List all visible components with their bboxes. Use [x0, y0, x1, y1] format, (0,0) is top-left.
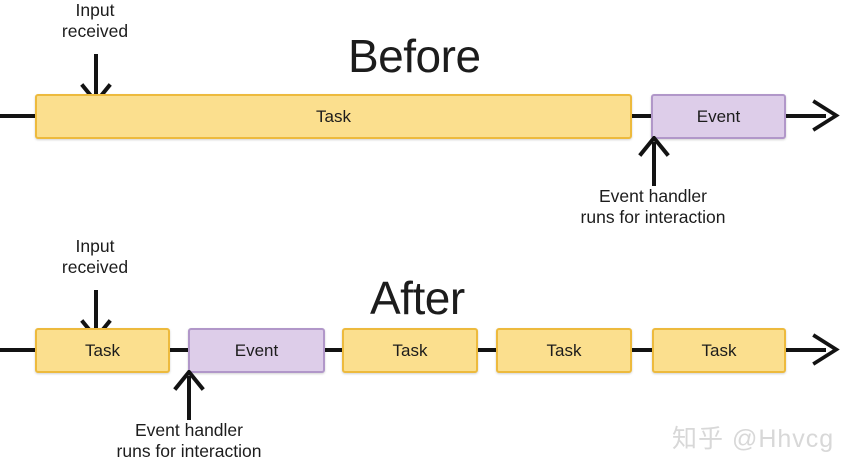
before-event-handler-arrow [638, 136, 670, 186]
before-input-received-line2: received [61, 21, 129, 41]
before-rail-mid [628, 114, 655, 118]
after-event-handler-label: Event handler runs for interaction [59, 420, 319, 462]
after-block-event-1[interactable]: Event [188, 328, 325, 373]
after-block-task-4[interactable]: Task [652, 328, 786, 373]
before-event-handler-line1: Event handler [599, 186, 707, 206]
before-block-task-1[interactable]: Task [35, 94, 632, 139]
after-block-event-1-label: Event [234, 341, 279, 360]
after-rail-left [0, 348, 40, 352]
after-block-task-3[interactable]: Task [496, 328, 632, 373]
after-block-task-2[interactable]: Task [342, 328, 478, 373]
after-block-task-1[interactable]: Task [35, 328, 170, 373]
after-rail-seg-1 [166, 348, 192, 352]
after-event-handler-line1: Event handler [135, 420, 243, 440]
before-rail-left [0, 114, 40, 118]
after-block-task-2-label: Task [392, 341, 428, 360]
before-block-event-1-label: Event [696, 107, 741, 126]
after-event-handler-arrow [173, 370, 205, 420]
watermark: 知乎 @Hhvcg [672, 425, 835, 453]
after-input-received-label: Input received [35, 236, 155, 278]
after-rail-seg-4 [628, 348, 656, 352]
before-title: Before [348, 30, 481, 82]
after-input-received-line1: Input [75, 236, 115, 256]
after-input-received-line2: received [61, 257, 129, 277]
before-input-received-label: Input received [35, 0, 155, 42]
after-event-handler-line2: runs for interaction [116, 441, 262, 461]
before-block-event-1[interactable]: Event [651, 94, 786, 139]
before-block-task-1-label: Task [316, 107, 351, 126]
after-block-task-4-label: Task [701, 341, 737, 360]
after-title: After [370, 272, 465, 324]
after-block-task-1-label: Task [85, 341, 120, 360]
after-rail-right [782, 348, 826, 352]
before-rail-right [782, 114, 826, 118]
before-section: Before Input received Task Event [0, 0, 845, 236]
before-event-handler-line2: runs for interaction [580, 207, 726, 227]
after-rail-seg-3 [474, 348, 500, 352]
after-section: After Input received Task Event Task [0, 236, 845, 473]
after-rail-arrowhead-icon [812, 333, 840, 366]
after-rail-seg-2 [321, 348, 346, 352]
before-input-received-line1: Input [75, 0, 115, 20]
before-rail-arrowhead-icon [812, 99, 840, 132]
before-event-handler-label: Event handler runs for interaction [523, 186, 783, 228]
after-block-task-3-label: Task [546, 341, 582, 360]
